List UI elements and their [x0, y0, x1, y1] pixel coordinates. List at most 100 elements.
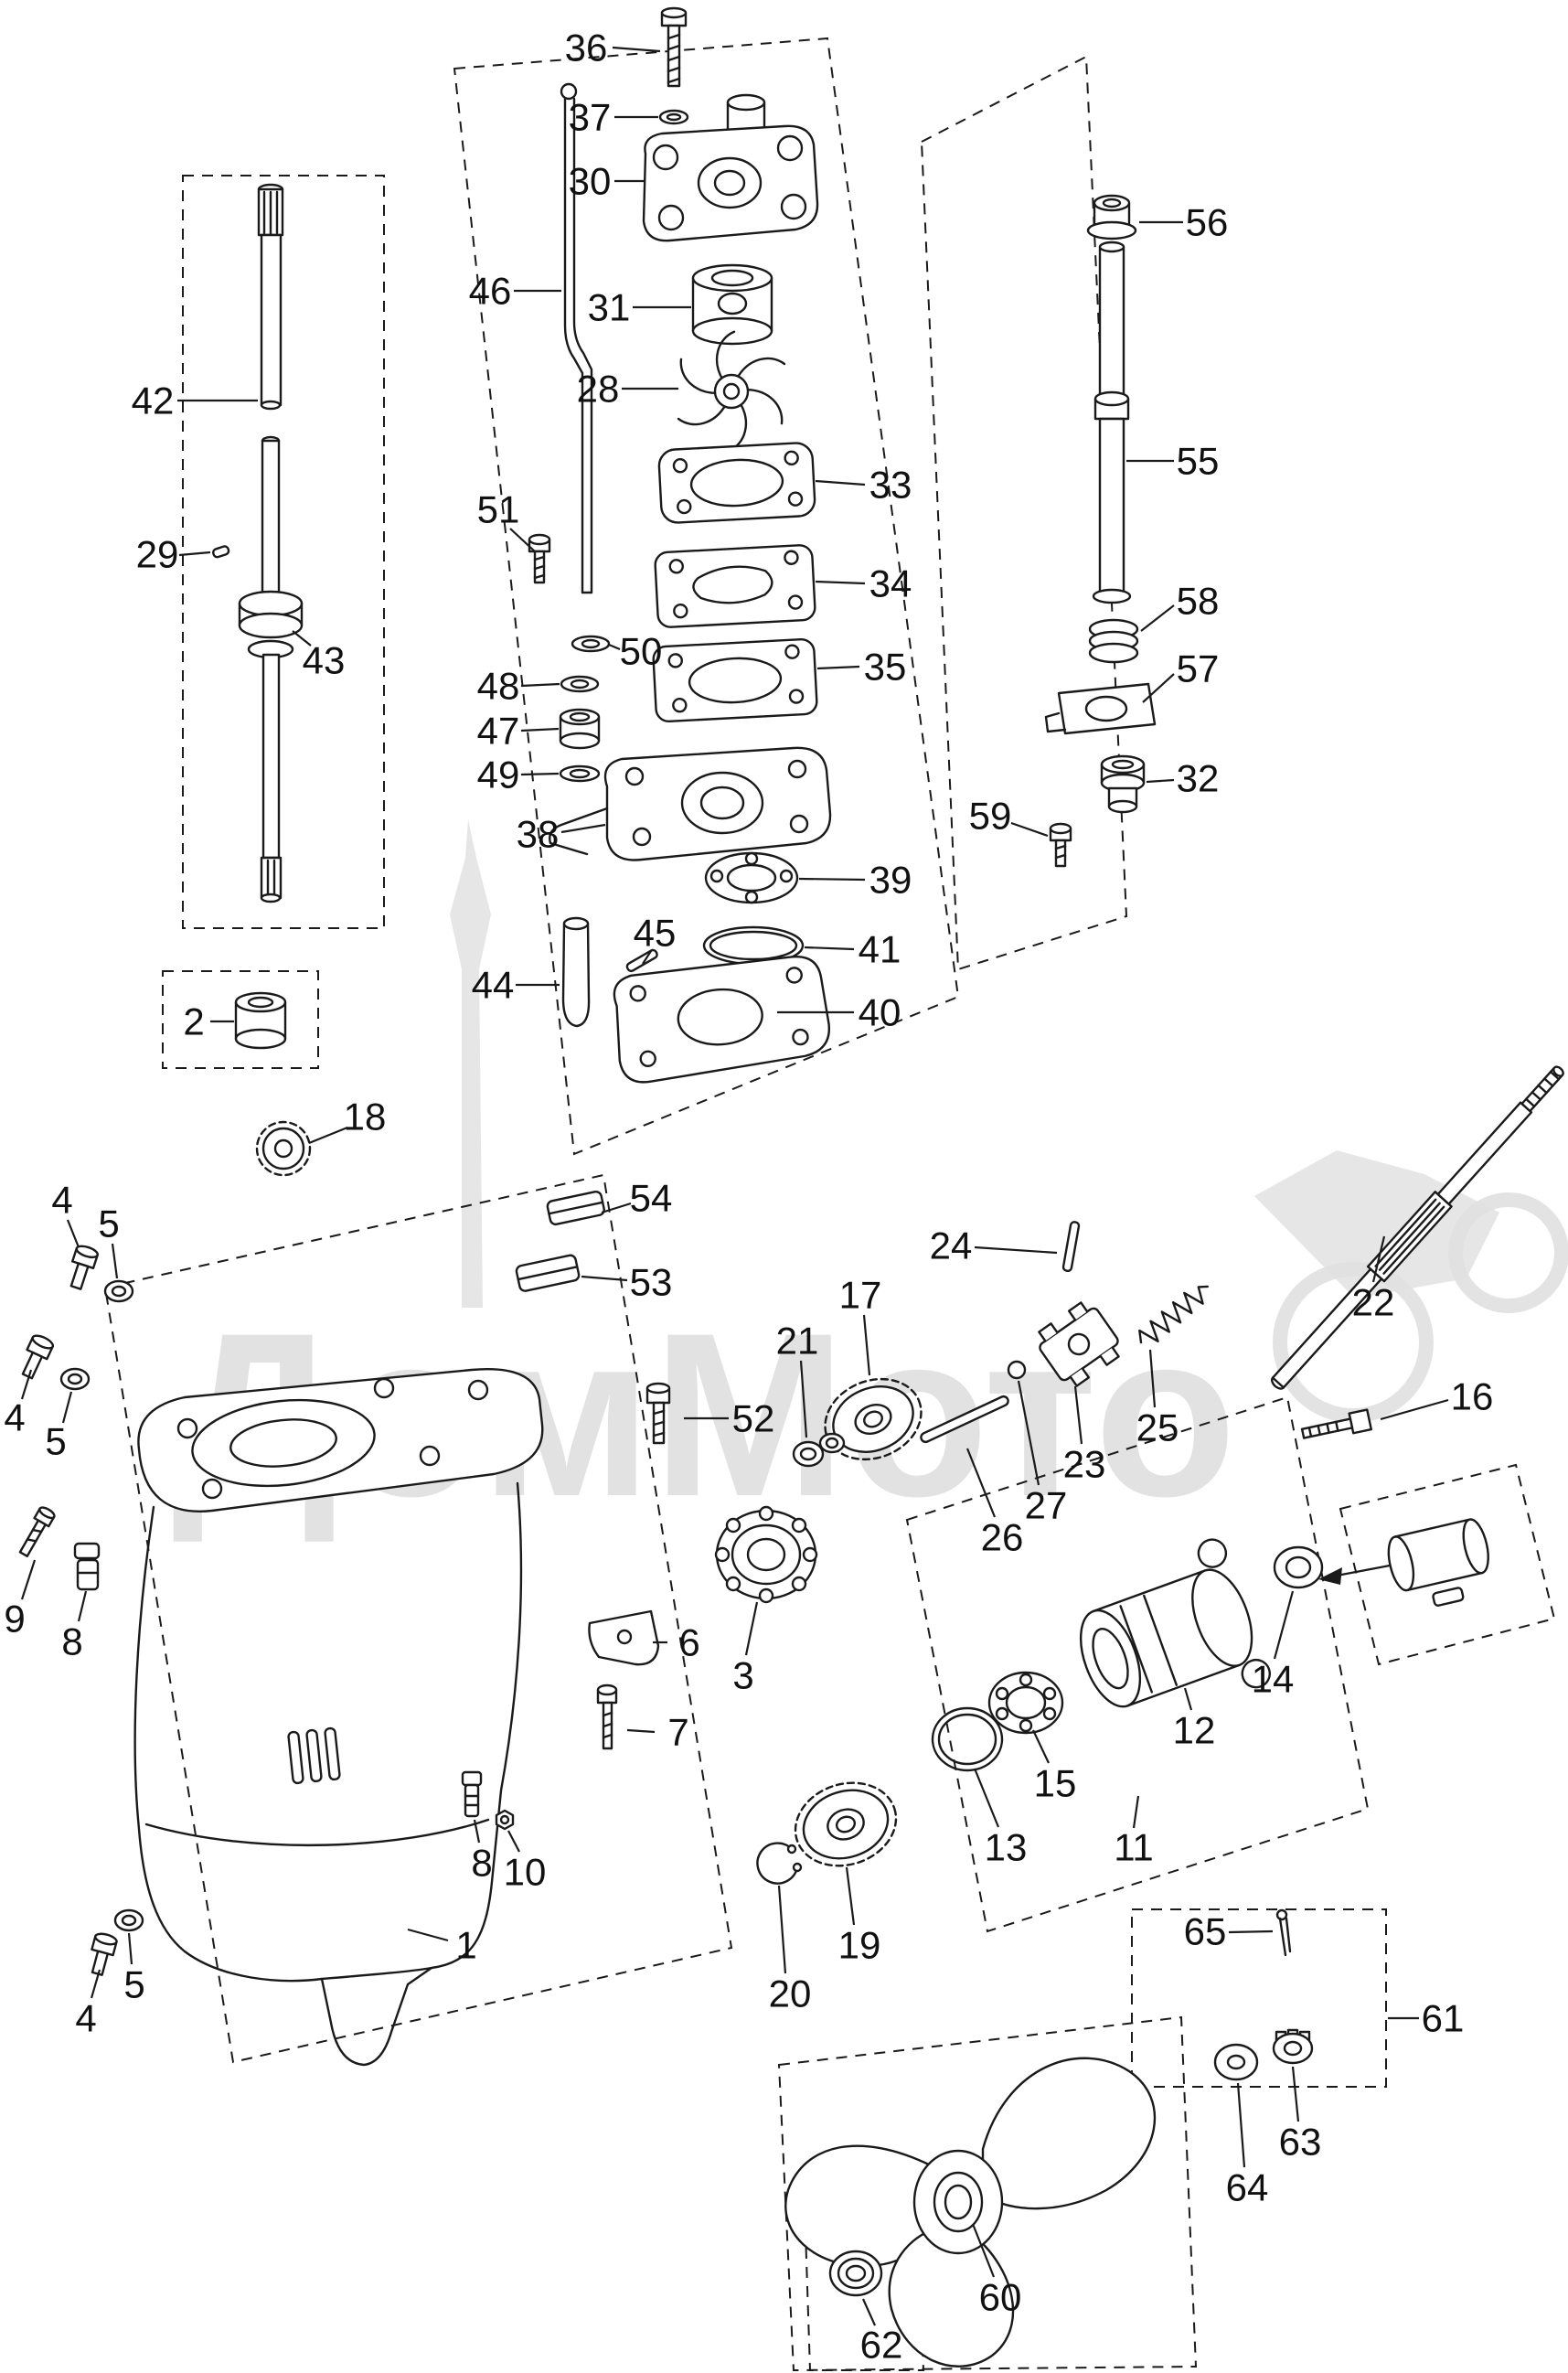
part-64-washer — [1213, 2043, 1259, 2081]
part-63-prop-nut — [1272, 2028, 1314, 2065]
leader-line-47 — [520, 727, 560, 732]
part-59-bolt — [1049, 822, 1072, 868]
part-label-17: 17 — [839, 1274, 882, 1317]
leader-line-8 — [77, 1590, 88, 1622]
part-28-impeller — [675, 327, 788, 455]
leader-line-4 — [20, 1369, 33, 1400]
part-label-57: 57 — [1177, 647, 1220, 690]
part-label-31: 31 — [588, 286, 631, 329]
part-54-mount — [546, 1190, 605, 1226]
leader-line-3 — [744, 1601, 759, 1656]
part-label-30: 30 — [569, 160, 612, 203]
part-13-oring — [931, 1706, 1004, 1772]
leader-line-58 — [1140, 604, 1175, 632]
part-56-cap — [1086, 194, 1137, 241]
leader-line-53 — [581, 1275, 628, 1282]
leader-line-20 — [777, 1885, 787, 1974]
part-label-63: 63 — [1279, 2121, 1322, 2164]
part-label-16: 16 — [1451, 1375, 1494, 1418]
leader-line-59 — [1010, 821, 1049, 838]
part-label-15: 15 — [1034, 1762, 1077, 1805]
part-3-bearing — [714, 1505, 818, 1604]
part-label-7: 7 — [667, 1711, 688, 1754]
leader-line-5 — [127, 1932, 133, 1965]
part-label-60: 60 — [979, 2276, 1022, 2319]
part-label-44: 44 — [472, 964, 515, 1007]
part-12-bearing-carrier — [1079, 1538, 1271, 1708]
part-label-2: 2 — [183, 1000, 204, 1043]
part-label-54: 54 — [630, 1177, 673, 1220]
leader-line-8 — [473, 1819, 481, 1844]
part-label-34: 34 — [869, 562, 912, 605]
part-39-bearing — [704, 851, 799, 904]
part-8-clamp-a — [73, 1542, 101, 1591]
part-38-pump-base — [549, 746, 832, 861]
part-label-41: 41 — [859, 928, 901, 971]
part-label-38: 38 — [517, 813, 560, 856]
part-4-bolt-a — [69, 1245, 99, 1290]
group-box-propeller — [777, 2015, 1198, 2372]
part-27-ball — [1007, 1360, 1027, 1380]
part-10-nut — [495, 1809, 515, 1831]
leader-line-27 — [1017, 1380, 1040, 1486]
part-52-bolt — [645, 1382, 671, 1445]
part-57-plate — [1044, 682, 1157, 735]
leader-line-45 — [642, 950, 652, 965]
part-18-pinion-gear — [255, 1120, 312, 1177]
part-label-33: 33 — [869, 464, 912, 507]
part-label-1: 1 — [455, 1924, 476, 1967]
part-label-51: 51 — [477, 488, 520, 531]
part-30-water-pump-housing — [642, 93, 819, 242]
leader-line-23 — [1073, 1385, 1083, 1445]
group-box-thrust-hub — [803, 2189, 925, 2371]
leader-line-19 — [845, 1866, 856, 1926]
part-49-washer — [559, 764, 601, 783]
part-label-32: 32 — [1177, 757, 1220, 800]
leader-line-9 — [20, 1559, 37, 1600]
part-48-washer — [560, 675, 600, 693]
leader-line-4 — [66, 1219, 80, 1248]
leader-line-22 — [1371, 1235, 1386, 1283]
part-24-pin — [1061, 1221, 1081, 1273]
part-label-6: 6 — [678, 1621, 699, 1664]
leader-line-12 — [1183, 1687, 1193, 1711]
part-label-24: 24 — [930, 1224, 973, 1267]
part-label-47: 47 — [477, 710, 520, 753]
leader-line-16 — [1380, 1398, 1449, 1421]
part-5-washer-c — [113, 1908, 144, 1932]
part-5-washer-b — [59, 1367, 91, 1391]
part-17-forward-gear — [824, 1377, 923, 1461]
leader-line-29 — [178, 550, 211, 557]
part-51-bolt — [528, 533, 551, 584]
part-15-bearing — [987, 1671, 1064, 1735]
leader-line-21 — [799, 1360, 808, 1438]
leader-line-13 — [973, 1768, 1000, 1828]
part-31-pump-cup — [691, 263, 773, 346]
watermark-bike-body — [1254, 1150, 1499, 1299]
part-label-37: 37 — [569, 96, 612, 139]
part-8-clamp-b — [461, 1770, 483, 1818]
part-label-5: 5 — [123, 1963, 144, 2006]
leader-line-26 — [965, 1448, 997, 1518]
leader-line-60 — [971, 2223, 996, 2278]
part-5-washer-a — [103, 1279, 134, 1303]
part-2-bushing — [234, 991, 287, 1050]
part-label-13: 13 — [985, 1826, 1028, 1869]
part-53-mount — [515, 1254, 581, 1292]
part-4-bolt-c — [91, 1932, 118, 1976]
leader-line-49 — [520, 772, 560, 776]
leader-line-39 — [798, 877, 866, 882]
leader-line-10 — [507, 1830, 520, 1853]
part-65-cotter-pin — [1275, 1908, 1292, 1957]
part-label-11: 11 — [1114, 1826, 1154, 1869]
part-42-driveshaft — [257, 183, 284, 411]
part-label-39: 39 — [869, 859, 912, 902]
part-label-43: 43 — [303, 639, 346, 682]
part-label-29: 29 — [136, 533, 179, 576]
part-21-washer — [792, 1432, 846, 1468]
part-45-pin — [625, 948, 658, 973]
part-14-seal — [1273, 1545, 1324, 1589]
leader-line-4 — [90, 1969, 101, 1999]
